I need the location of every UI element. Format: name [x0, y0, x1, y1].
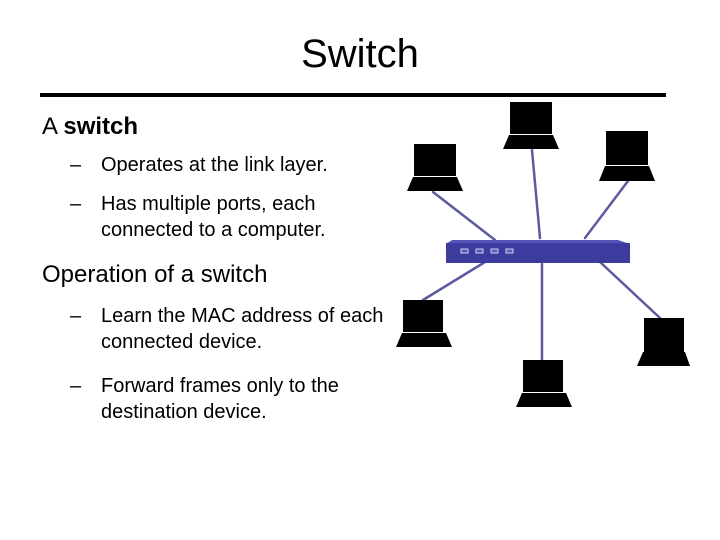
- computer-icon: [599, 131, 655, 181]
- monitor: [403, 300, 443, 332]
- title-divider: [40, 93, 666, 97]
- switch-port: [460, 248, 469, 254]
- slide-title: Switch: [301, 32, 419, 76]
- monitor: [510, 102, 552, 134]
- sub-bullet-learn-mac: – Learn the MAC address of each connecte…: [70, 303, 390, 355]
- keyboard: [503, 135, 559, 149]
- bullet-emphasis: switch: [63, 113, 139, 140]
- switch-network-diagram: [396, 102, 690, 407]
- link-top-left: [431, 190, 497, 242]
- switch-port: [505, 248, 514, 254]
- keyboard: [516, 393, 572, 407]
- switch-port: [490, 248, 499, 254]
- switch-port: [475, 248, 484, 254]
- keyboard: [396, 333, 452, 347]
- computer-icon: [407, 144, 463, 191]
- link-top-right: [583, 179, 630, 240]
- bullet-prefix: Operation of a switch: [42, 261, 268, 288]
- dash-marker: –: [70, 154, 82, 176]
- computer-icon: [637, 318, 690, 366]
- link-bottom-right: [598, 260, 662, 320]
- bullet-operation-heading: Operation of a switch: [42, 260, 267, 290]
- network-links: [421, 148, 662, 362]
- dash-marker: –: [70, 193, 82, 215]
- sub-bullet-text: Operates at the link layer.: [101, 154, 328, 176]
- sub-bullet-text: Forward frames only to the destination d…: [101, 375, 339, 423]
- sub-bullet-ports: – Has multiple ports, each connected to …: [70, 191, 390, 243]
- keyboard: [407, 177, 463, 191]
- computer-icon: [503, 102, 559, 149]
- switch-ports: [460, 248, 514, 254]
- dash-marker: –: [70, 305, 82, 327]
- link-mid-left: [421, 260, 487, 302]
- link-top-center: [530, 148, 542, 240]
- monitor: [606, 131, 648, 165]
- switch-device: [446, 240, 630, 263]
- computer-icon: [396, 300, 452, 347]
- bullet-switch-heading: A switch: [42, 112, 138, 142]
- monitor: [644, 318, 684, 352]
- computer-icon: [516, 360, 572, 407]
- computers: [396, 102, 690, 407]
- keyboard: [637, 352, 690, 366]
- keyboard: [599, 166, 655, 181]
- sub-bullet-forward-frames: – Forward frames only to the destination…: [70, 373, 390, 425]
- sub-bullet-text: Has multiple ports, each connected to a …: [101, 193, 326, 241]
- sub-bullet-link-layer: – Operates at the link layer.: [70, 152, 390, 178]
- monitor: [414, 144, 456, 176]
- monitor: [523, 360, 563, 392]
- sub-bullet-text: Learn the MAC address of each connected …: [101, 305, 384, 353]
- bullet-prefix: A: [42, 113, 64, 140]
- switch-body: [446, 243, 630, 263]
- dash-marker: –: [70, 375, 82, 397]
